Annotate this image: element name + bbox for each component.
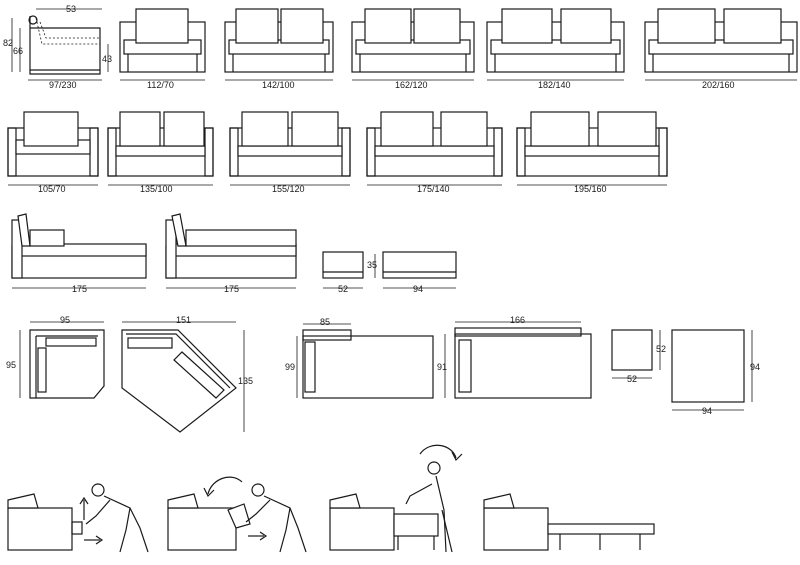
sofa2-label-2: 135/100: [140, 184, 173, 194]
bed1-width-label: 85: [320, 317, 330, 327]
sofa-label-1: 112/70: [147, 80, 174, 90]
diag-height-label: 135: [238, 376, 253, 386]
sofa-alt-105-70: 105/70: [7, 111, 99, 194]
daybed1-label: 175: [72, 284, 87, 294]
pouf-small-label: 52: [338, 284, 348, 294]
arrow-right-icon: [259, 531, 268, 541]
opening-step-2: [167, 476, 307, 553]
side-seat-label: 66: [13, 46, 23, 56]
sofa-alt-195-160: 195/160: [516, 111, 668, 194]
rotate-arrow-icon: [451, 451, 463, 462]
sofa2-label-4: 175/140: [417, 184, 450, 194]
diag-width-label: 151: [176, 315, 191, 325]
sofa-alt-155-120: 155/120: [229, 111, 351, 194]
opening-step-1: [7, 483, 149, 553]
pouf-small: 52: [322, 251, 364, 294]
person-icon: [245, 483, 307, 553]
person-icon: [405, 461, 453, 553]
pouf-height-label: 35: [367, 260, 377, 270]
person-icon: [85, 483, 149, 553]
sofa-front-112-70: 112/70: [119, 8, 206, 90]
pouf-large-label: 94: [413, 284, 423, 294]
diagonal-plan: 151 135: [121, 315, 253, 433]
sofa-front-182-140: 182/140: [486, 8, 625, 90]
sofa-label-5: 202/160: [702, 80, 735, 90]
sofabed-plan-1: 85 99: [285, 317, 434, 399]
opening-step-3: [329, 444, 463, 553]
sofa2-label-3: 155/120: [272, 184, 305, 194]
sofa-alt-135-100: 135/100: [107, 111, 214, 194]
corner-height-label: 95: [6, 360, 16, 370]
sofabed-plan-2: 166 91: [437, 315, 592, 399]
bed2-height-label: 91: [437, 362, 447, 372]
side-bottom-label: 97/230: [49, 80, 77, 90]
arrow-up-icon: [79, 496, 89, 505]
opening-step-4: [483, 493, 655, 551]
bed1-height-label: 99: [285, 362, 295, 372]
sofa2-label-1: 105/70: [38, 184, 66, 194]
daybed-1: 175: [11, 213, 147, 294]
daybed2-label: 175: [224, 284, 239, 294]
side-arm-label: 43: [102, 54, 112, 64]
bed2-width-label: 166: [510, 315, 525, 325]
sofa-label-4: 182/140: [538, 80, 571, 90]
sq-large-width-label: 94: [702, 406, 712, 416]
sq-large-height-label: 94: [750, 362, 760, 372]
sofa2-label-5: 195/160: [574, 184, 607, 194]
daybed-2: 175: [165, 213, 297, 294]
sofa-front-202-160: 202/160: [644, 8, 798, 90]
sofa-alt-175-140: 175/140: [366, 111, 503, 194]
corner-width-label: 95: [60, 315, 70, 325]
sq-small-width-label: 52: [627, 374, 637, 384]
sofa-label-2: 142/100: [262, 80, 295, 90]
sofa-side-profile: 53 82 66 43 97/230: [3, 4, 112, 90]
sofa-front-162-120: 162/120: [351, 8, 475, 90]
sq-small-height-label: 52: [656, 344, 666, 354]
square-large: 94 94: [671, 329, 760, 416]
side-height-label: 82: [3, 38, 13, 48]
side-depth-label: 53: [66, 4, 76, 14]
square-small: 52 52: [611, 329, 666, 384]
arrow-right-icon: [95, 535, 104, 545]
pouf-large: 35 94: [367, 251, 457, 294]
rotate-arrow-icon: [203, 487, 215, 498]
armrest-roll-icon: [28, 15, 38, 25]
sofa-front-142-100: 142/100: [224, 8, 334, 90]
sofa-label-3: 162/120: [395, 80, 428, 90]
corner-plan: 95 95: [6, 315, 105, 399]
